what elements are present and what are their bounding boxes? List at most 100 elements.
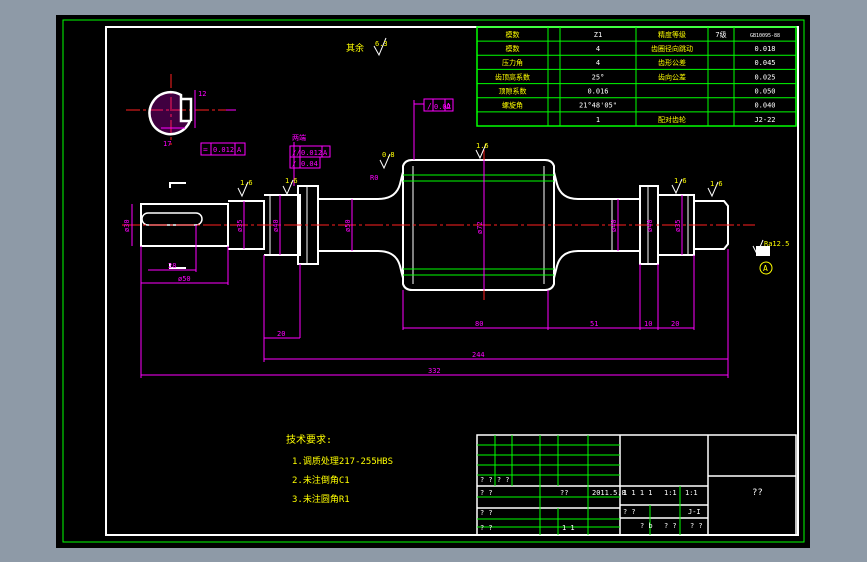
title-cell-9: ? b <box>640 522 653 530</box>
gear-table-cell: 0.016 <box>587 87 608 95</box>
dim-d5: ø72 <box>476 221 484 234</box>
dim-len-332: 332 <box>428 367 441 375</box>
gear-table-cell: 模数 <box>506 30 520 39</box>
title-cell-12: 1 1 <box>562 524 575 532</box>
roughness-mark-6: 1.6 <box>710 180 723 188</box>
title-date: 2011.5.8 <box>592 489 626 497</box>
title-cell-10: ? ? <box>664 522 677 530</box>
dim-len-20b: 20 <box>671 320 679 328</box>
tol-left-a-datum: A <box>323 149 328 157</box>
tol-top-sym: / <box>427 102 432 111</box>
dim-len-50: ø50 <box>178 275 191 283</box>
gear-table-cell: 压力角 <box>502 58 523 67</box>
section-cut-marks <box>169 182 186 269</box>
gear-table-cell: GB10095-88 <box>750 33 780 39</box>
datum-marker <box>756 246 773 275</box>
title-scale: 1:1 <box>685 489 698 497</box>
dim-key-width: 12 <box>198 90 206 98</box>
dim-len-20a: 20 <box>277 330 285 338</box>
tol-note-label: 两端 <box>292 133 306 142</box>
title-name: ?? <box>752 488 763 498</box>
dim-d4: ø50 <box>344 219 352 232</box>
dim-end-rough: Ra12.5 <box>764 240 789 248</box>
dim-len-244: 244 <box>472 351 485 359</box>
gear-table-cell: 4 <box>596 59 600 67</box>
gear-table-cell: 7级 <box>715 30 726 39</box>
tol-key-datum: A <box>237 146 242 154</box>
tol-left-a-sym: // <box>292 149 300 157</box>
gear-table-cell: 螺旋角 <box>502 101 523 110</box>
gear-table-cell: 0.025 <box>754 73 775 81</box>
roughness-mark-1: 1.6 <box>240 179 253 187</box>
gear-table-cell: 精度等级 <box>658 30 686 39</box>
tech-req-title: 技术要求: <box>286 433 332 446</box>
roughness-symbols <box>237 37 764 256</box>
dim-d1: ø30 <box>123 219 131 232</box>
roughness-other-label: 其余 <box>346 42 364 54</box>
tech-req-item-3: 3.未注圆角R1 <box>292 493 350 505</box>
datum-letter: A <box>763 264 768 273</box>
tech-req-item-2: 2.未注倒角C1 <box>292 474 350 486</box>
roughness-mark-4: 1.6 <box>476 142 489 150</box>
gear-table-cell: 25° <box>592 73 605 81</box>
dim-d6: ø40 <box>610 219 618 232</box>
title-cell-6: 1:1 <box>664 489 677 497</box>
gear-table-cell: 齿形公差 <box>658 58 686 67</box>
tol-top-value: 0.02 <box>434 103 451 111</box>
gear-table-cell: 21°48'05" <box>579 102 617 110</box>
gear-table-cell: 0.050 <box>754 87 775 95</box>
gear-table-cell: 4 <box>596 45 600 53</box>
tech-req-item-1: 1.调质处理217-255HBS <box>292 455 393 467</box>
tol-key-sym: = <box>203 145 208 154</box>
title-cell-4: ? ? <box>480 524 493 532</box>
tol-left-b-value: 0.04 <box>301 160 318 168</box>
roughness-mark-3: 0.8 <box>382 151 395 159</box>
roughness-other-value: 6.3 <box>375 40 388 48</box>
dim-d2: ø35 <box>236 219 244 232</box>
title-cell-8: J-I <box>688 508 701 516</box>
gear-table-cell: 齿顶高系数 <box>495 72 530 81</box>
gear-table-cell: 0.018 <box>754 45 775 53</box>
title-block <box>476 434 797 536</box>
gear-table-cell: 0.045 <box>754 59 775 67</box>
gear-table-cells: 模数 Z1 精度等级 7级 GB10095-88 模数 4 齿圈径向跳动 0.018 压力角 4 齿形… <box>477 27 796 126</box>
dim-len-10: 10 <box>644 320 652 328</box>
gear-table-cell: J2-22 <box>754 116 775 124</box>
dim-d7: ø40 <box>646 219 654 232</box>
gear-table-cell: 齿圈径向跳动 <box>651 44 693 53</box>
title-cell-11: ? ? <box>690 522 703 530</box>
roughness-mark-5: 1.6 <box>674 177 687 185</box>
dim-d8: ø35 <box>674 219 682 232</box>
dim-len-key: 28 <box>168 262 176 270</box>
dim-chamfer: R0 <box>370 174 378 182</box>
dim-key-depth: 17 <box>163 140 171 148</box>
tol-left-a-value: 0.012 <box>301 149 322 157</box>
annotation-text: 其余 6.3 1.6 1.6 0.8 1.6 1.6 1.6 / 0.02 A … <box>123 40 789 532</box>
gear-table-cell: 齿向公差 <box>658 72 686 81</box>
gear-table-cell: 0.040 <box>754 102 775 110</box>
title-cell-5: 1 1 1 1 <box>623 489 653 497</box>
title-cell-1: ? ? <box>480 509 493 517</box>
gear-table-cell: Z1 <box>594 31 602 39</box>
title-cell-7: ? ? <box>623 508 636 516</box>
tol-top-datum: A <box>446 102 451 111</box>
roughness-mark-2: 1.6 <box>285 177 298 185</box>
drawing-border <box>105 26 799 536</box>
dim-d3: ø40 <box>272 219 280 232</box>
title-block-grid <box>477 435 681 535</box>
gear-table-cell: 顶隙系数 <box>499 86 527 95</box>
keyway-section-view <box>148 90 196 136</box>
gear-table-cell: 1 <box>596 116 600 124</box>
title-cell-0: ? ? <box>480 489 493 497</box>
tolerance-frames <box>200 98 454 169</box>
dim-len-80: 80 <box>475 320 483 328</box>
gear-table-cell: 配对齿轮 <box>658 115 686 124</box>
gear-table-cell: 模数 <box>506 44 520 53</box>
tol-key-value: 0.012 <box>213 146 234 154</box>
tol-left-b-sym: / <box>292 160 296 168</box>
title-cell-2: ?? <box>560 489 568 497</box>
dim-len-51: 51 <box>590 320 598 328</box>
dimension-lines <box>131 100 729 378</box>
